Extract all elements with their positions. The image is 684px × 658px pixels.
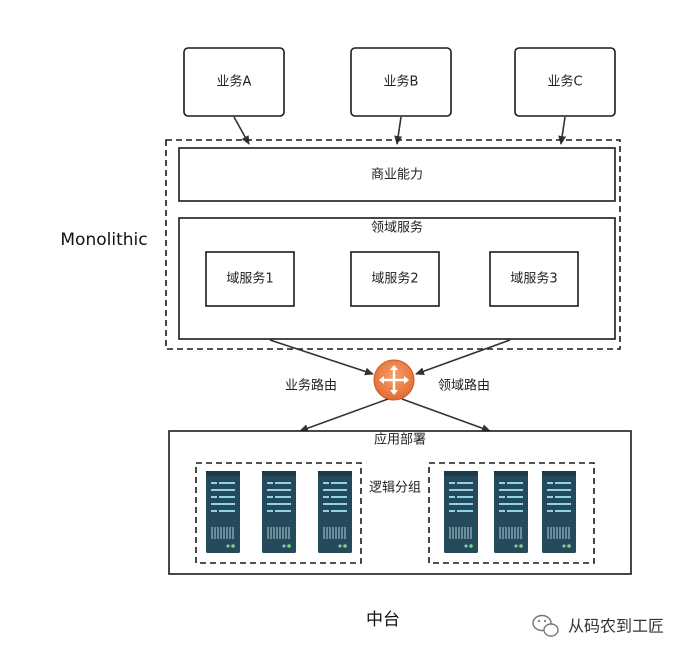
server-rack-icon [541,470,577,554]
logic-group-label: 逻辑分组 [369,481,421,496]
logic-group-left [195,462,362,564]
server-rack-icon [493,470,529,554]
arrow-to-router-right [415,339,511,376]
domain-service-2: 域服务2 [350,251,440,307]
domain-service-label-1: 域服务1 [226,271,273,287]
router-icon [373,359,415,401]
deployment-title: 应用部署 [374,432,426,448]
business-box-a: 业务A [183,47,285,117]
server-rack-icon [205,470,241,554]
domain-services-title: 领域服务 [371,220,423,236]
domain-service-label-2: 域服务2 [371,271,418,287]
business-label-c: 业务C [547,74,582,90]
server-rack-icon [261,470,297,554]
server-rack-icon [443,470,479,554]
route-label-domain: 领域路由 [438,378,490,394]
business-box-b: 业务B [350,47,452,117]
wechat-icon [532,614,559,637]
watermark-text: 从码农到工匠 [568,617,664,636]
business-label-a: 业务A [217,74,252,90]
monolithic-label: Monolithic [60,230,147,250]
route-label-business: 业务路由 [285,378,337,394]
domain-service-label-3: 域服务3 [510,271,557,287]
platform-label: 中台 [366,610,400,630]
capability-box: 商业能力 [178,147,616,202]
monolithic-boundary [165,139,621,350]
domain-service-1: 域服务1 [205,251,295,307]
arrow-router-to-deploy-left [299,398,389,433]
business-label-b: 业务B [384,74,419,90]
logic-group-right [428,462,595,564]
capability-label: 商业能力 [371,168,423,183]
business-box-c: 业务C [514,47,616,117]
server-rack-icon [317,470,353,554]
domain-service-3: 域服务3 [489,251,579,307]
arrow-to-router-left [269,339,374,376]
arrow-router-to-deploy-right [401,398,491,433]
